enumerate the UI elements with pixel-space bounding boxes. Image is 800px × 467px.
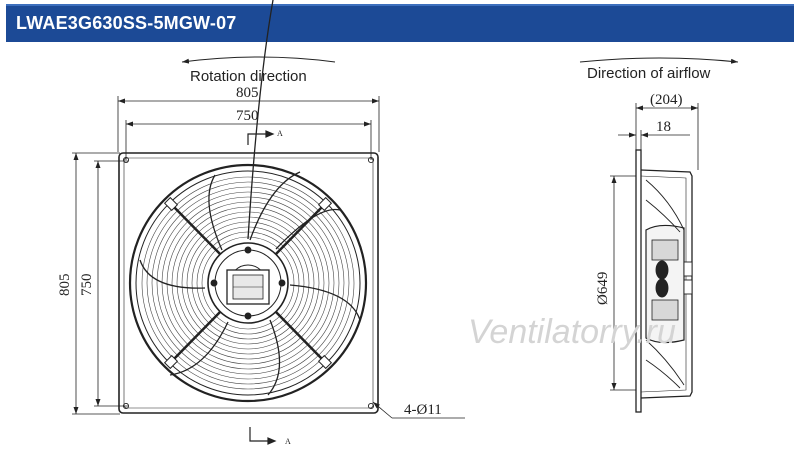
model-title: LWAE3G630SS-5MGW-07 [16, 13, 237, 33]
hole-leader [372, 401, 465, 419]
inner-height-label: 750 [79, 274, 95, 297]
diameter-label: Ø649 [595, 272, 611, 305]
depth-dimensions [618, 103, 699, 170]
width-dimensions [117, 96, 380, 160]
outer-height-label: 805 [57, 274, 73, 297]
airflow-arrow [579, 57, 739, 64]
rotation-direction-label: Rotation direction [190, 68, 307, 85]
rotation-arrow [181, 56, 336, 64]
inner-width-label: 750 [236, 108, 259, 124]
depth-label: (204) [650, 92, 683, 108]
section-mark-bottom: A [285, 437, 291, 446]
front-view [72, 0, 465, 445]
fan-guard [128, 0, 368, 403]
airflow-direction-label: Direction of airflow [587, 65, 711, 82]
diameter-dimension [610, 175, 636, 391]
section-mark-top: A [277, 129, 283, 138]
holes-label: 4-Ø11 [404, 402, 442, 418]
height-dimensions [72, 152, 128, 415]
plate-side [635, 149, 642, 413]
title-bar: LWAE3G630SS-5MGW-07 [6, 4, 794, 42]
flange-label: 18 [656, 119, 671, 135]
mounting-plate [118, 152, 379, 414]
watermark: Ventilatorry.ru [468, 313, 676, 351]
outer-width-label: 805 [236, 85, 259, 101]
side-view [579, 57, 739, 413]
section-markers [247, 130, 277, 445]
